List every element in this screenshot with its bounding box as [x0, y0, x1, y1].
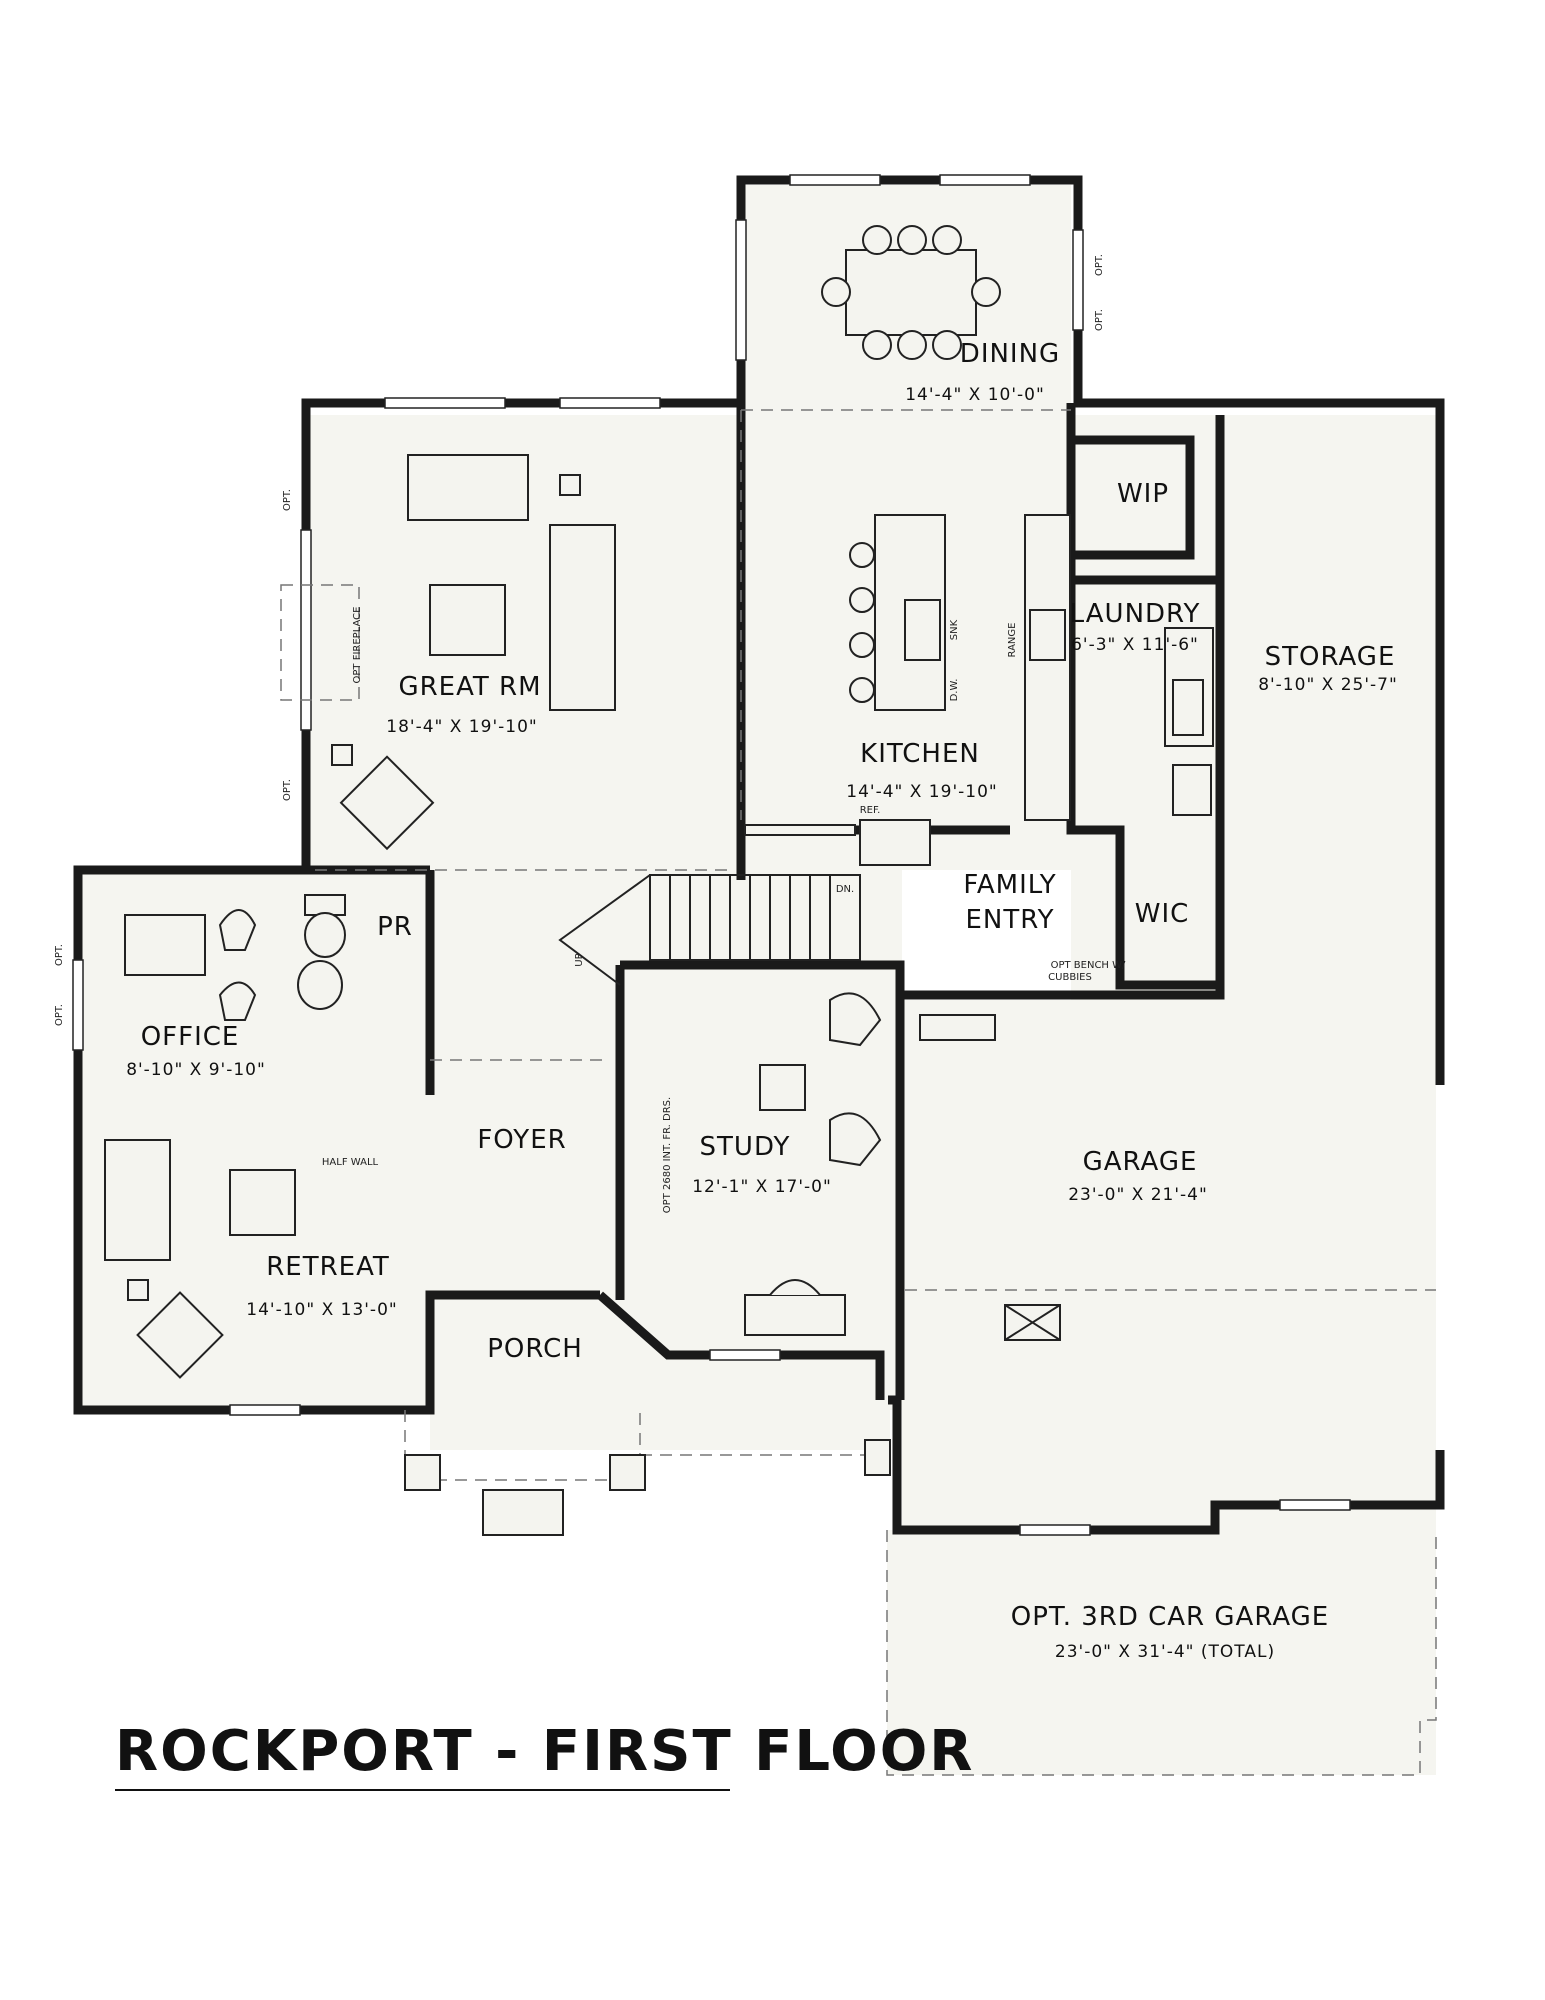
stairs-up-note: UP: [574, 953, 585, 966]
great-room-furniture: [331, 454, 616, 851]
dishwasher-note: D.W.: [949, 679, 960, 702]
storage-label: STORAGE: [1265, 642, 1396, 672]
opt-note-great-rm-bottom: OPT.: [282, 779, 293, 801]
opt-note-great-rm-top: OPT.: [282, 489, 293, 511]
kitchen-dims: 14'-4" X 19'-10": [846, 782, 997, 802]
laundry-fixtures: [1164, 627, 1214, 816]
kitchen-label: KITCHEN: [860, 739, 980, 769]
great-rm-dims: 18'-4" X 19'-10": [386, 717, 537, 737]
opt-note-dining-1: OPT.: [1094, 254, 1105, 276]
stairs: [558, 874, 861, 986]
office-furniture: [124, 909, 257, 1021]
garage-marks: [404, 1014, 1061, 1536]
wic-label: WIC: [1135, 899, 1190, 929]
wip-label: WIP: [1117, 479, 1169, 509]
plan-title: ROCKPORT - FIRST FLOOR: [115, 1719, 974, 1784]
laundry-label: LAUNDRY: [1070, 599, 1201, 629]
opt-note-office-1: OPT.: [54, 944, 65, 966]
cubbies-note: CUBBIES: [1048, 972, 1092, 983]
family-entry-label-1: FAMILY: [963, 870, 1056, 900]
room-labels: DINING 14'-4" X 10'-0" WIP GREAT RM 18'-…: [126, 339, 1398, 1662]
half-wall-note: HALF WALL: [322, 1157, 379, 1168]
office-dims: 8'-10" X 9'-10": [126, 1060, 266, 1080]
garage-label: GARAGE: [1083, 1147, 1198, 1177]
garage-dims: 23'-0" X 21'-4": [1068, 1185, 1208, 1205]
ref-note: REF.: [860, 805, 881, 816]
third-car-dims: 23'-0" X 31'-4" (TOTAL): [1055, 1642, 1275, 1662]
study-label: STUDY: [700, 1132, 791, 1162]
study-furniture: [744, 992, 882, 1336]
plan-title-block: ROCKPORT - FIRST FLOOR: [115, 1719, 974, 1791]
dining-label: DINING: [960, 339, 1060, 369]
range-note: RANGE: [1007, 623, 1018, 658]
third-car-label: OPT. 3RD CAR GARAGE: [1011, 1602, 1329, 1632]
kitchen-fixtures: [744, 514, 1071, 866]
powder-room-fixtures: [297, 894, 346, 1010]
study-dims: 12'-1" X 17'-0": [692, 1177, 832, 1197]
opt-doors-note: OPT 2680 INT. FR. DRS.: [662, 1097, 673, 1213]
great-rm-label: GREAT RM: [398, 672, 541, 702]
porch-label: PORCH: [487, 1334, 583, 1364]
dining-dims: 14'-4" X 10'-0": [905, 385, 1045, 405]
retreat-label: RETREAT: [266, 1252, 390, 1282]
retreat-furniture: [104, 1139, 296, 1379]
pr-label: PR: [377, 912, 413, 942]
sink-note: SNK: [949, 619, 960, 640]
annotations: OPT. OPT. OPT. OPT. OPT. OPT. OPT FIREPL…: [54, 254, 1126, 1213]
storage-dims: 8'-10" X 25'-7": [1258, 675, 1398, 695]
office-label: OFFICE: [141, 1022, 240, 1052]
opt-note-dining-2: OPT.: [1094, 309, 1105, 331]
foyer-label: FOYER: [477, 1125, 566, 1155]
stairs-down-note: DN.: [836, 884, 854, 895]
opt-note-office-2: OPT.: [54, 1004, 65, 1026]
laundry-dims: 6'-3" X 11'-6": [1071, 635, 1199, 655]
bench-note: OPT BENCH W/: [1051, 960, 1126, 971]
dining-table: [821, 225, 1001, 360]
stair-treads: [669, 875, 831, 960]
windows: [72, 174, 1351, 1536]
retreat-dims: 14'-10" X 13'-0": [246, 1300, 397, 1320]
dashed-lines: [280, 409, 1437, 1776]
family-entry-label-2: ENTRY: [965, 905, 1054, 935]
floor-fill: [82, 185, 1436, 1775]
opt-fireplace-note: OPT FIREPLACE: [352, 607, 363, 684]
